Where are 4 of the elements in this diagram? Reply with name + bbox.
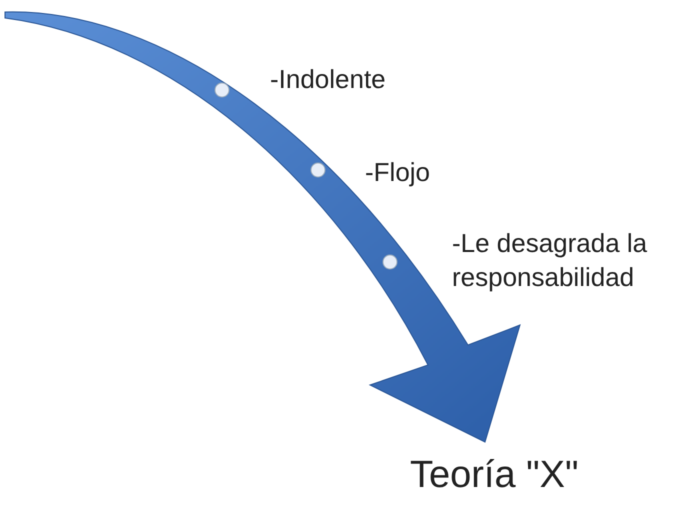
- list-item-text: -Flojo: [365, 156, 432, 189]
- list-item-text: -Le desagrada la responsabilidad: [452, 227, 648, 294]
- list-item-text: -Indolente: [270, 63, 387, 96]
- caption: Teoría "X": [410, 453, 578, 498]
